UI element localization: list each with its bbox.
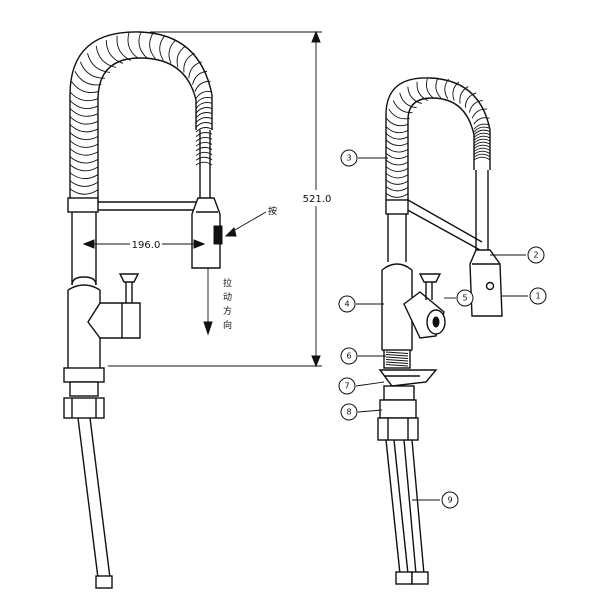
pull-direction-char-2: 动 (223, 292, 232, 303)
callout-4: 4 (338, 295, 356, 313)
press-label: 按 (268, 205, 277, 217)
height-dimension: 521.0 (108, 30, 332, 368)
right-spring-coil (385, 77, 491, 205)
callout-7: 7 (338, 377, 356, 395)
callout-9: 9 (441, 491, 459, 509)
callout-7-number: 7 (344, 382, 349, 391)
callout-leaders (355, 157, 528, 501)
pull-direction-char-1: 拉 (223, 277, 232, 289)
left-body-column (67, 212, 101, 368)
left-faucet-view: 521.0 196.0 按 拉 动 方 向 (63, 30, 332, 589)
callout-6: 6 (340, 347, 358, 365)
reach-dimension-label: 196.0 (132, 240, 161, 251)
right-lever-handle (403, 273, 446, 339)
callout-1-number: 1 (535, 292, 540, 301)
left-lever-handle (87, 273, 141, 339)
callout-8: 8 (340, 403, 358, 421)
right-mounting-plate (378, 369, 438, 387)
callout-5: 5 (456, 289, 474, 307)
callout-6-number: 6 (346, 352, 351, 361)
reach-dimension: 196.0 (82, 236, 206, 251)
right-faucet-view: 1 2 3 4 5 6 7 8 (338, 77, 547, 585)
callout-3: 3 (340, 149, 358, 167)
callout-5-number: 5 (462, 294, 467, 303)
height-dimension-label: 521.0 (303, 194, 332, 205)
right-spray-head (469, 170, 503, 317)
callout-2: 2 (527, 246, 545, 264)
callout-3-number: 3 (346, 154, 351, 163)
press-annotation: 按 (224, 205, 277, 237)
callout-9-number: 9 (447, 496, 452, 505)
right-supply-hoses (385, 439, 429, 585)
pull-direction-char-3: 方 (223, 305, 232, 317)
left-spray-head (191, 197, 223, 269)
pull-direction-char-4: 向 (223, 319, 232, 331)
left-support-arm (67, 197, 200, 213)
left-supply-hose (77, 417, 113, 589)
left-spring-coil (69, 31, 213, 211)
callout-8-number: 8 (346, 408, 351, 417)
right-base-nuts (377, 385, 419, 441)
right-threaded-shank (383, 349, 411, 369)
left-base-nut (63, 367, 105, 419)
callout-4-number: 4 (344, 300, 349, 309)
right-body-column (381, 199, 413, 354)
callout-1: 1 (529, 287, 547, 305)
callout-2-number: 2 (533, 251, 538, 260)
pull-direction-annotation: 拉 动 方 向 (203, 268, 232, 336)
